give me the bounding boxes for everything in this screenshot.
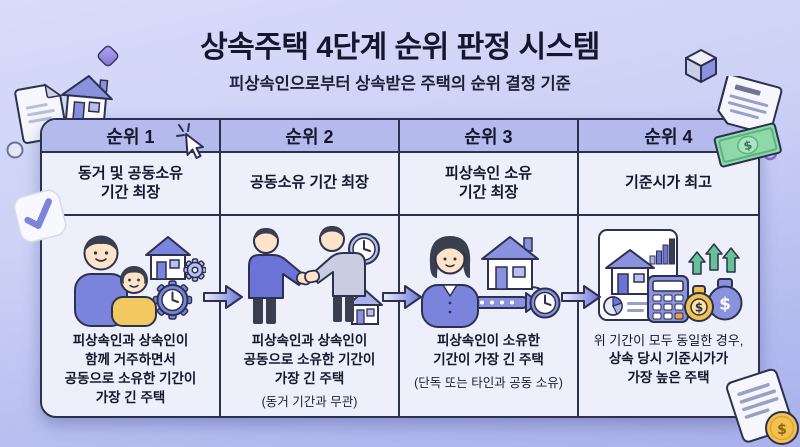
column-content-4: $ $ 위 기간이 모두 동일한 경우, 상속 당시 기준시가가 가장 높은 주… — [579, 216, 758, 416]
bar-chart-icon — [649, 238, 675, 265]
description-2: 피상속인과 상속인이 공동으로 소유한 기간이 가장 긴 주택 — [243, 333, 376, 386]
calculator-icon — [646, 275, 689, 323]
page-title: 상속주택 4단계 순위 판정 시스템 — [200, 31, 600, 64]
description-note-3: (단독 또는 타인과 공동 소유) — [414, 375, 563, 390]
family-with-house-gear-clock-illustration — [56, 220, 206, 332]
content-row: 피상속인과 상속인이 함께 거주하면서 공동으로 소유한 기간이 가장 긴 주택 — [42, 216, 758, 416]
receipt-icon: $ — [726, 368, 799, 445]
column-content-1: 피상속인과 상속인이 함께 거주하면서 공동으로 소유한 기간이 가장 긴 주택 — [42, 216, 221, 416]
house-icon — [480, 236, 539, 290]
rank-header-2: 순위 2 — [221, 120, 400, 151]
criterion-2: 공동소유 기간 최장 — [221, 153, 400, 214]
column-content-3: 피상속인이 소유한 기간이 가장 긴 주택 (단독 또는 타인과 공동 소유) — [400, 216, 579, 416]
rank-label-2: 순위 2 — [285, 126, 334, 147]
gear-icon — [182, 258, 206, 282]
clock-icon — [529, 287, 560, 319]
rank-header-3: 순위 3 — [400, 120, 579, 151]
description-3: 피상속인이 소유한 기간이 가장 긴 주택 — [433, 333, 544, 367]
money-bag-gold-icon: $ — [683, 285, 714, 322]
priority-table: 순위 1 순위 2 순위 3 순위 4 동거 및 공동소유 기간 최장 공동소유… — [40, 118, 760, 418]
flow-arrow-icon — [203, 285, 243, 309]
criterion-3: 피상속인 소유 기간 최장 — [400, 153, 579, 214]
flow-arrow-icon — [561, 285, 601, 309]
invoice-icon: $ — [713, 76, 783, 168]
gear-clock-icon — [152, 280, 192, 320]
growth-arrows-icon — [687, 243, 740, 275]
description-4: 상속 당시 기준시가가 가장 높은 주택 — [608, 351, 729, 386]
handshake-hands — [295, 269, 320, 286]
coin-icon: $ — [765, 411, 799, 445]
criterion-row: 동거 및 공동소유 기간 최장 공동소유 기간 최장 피상속인 소유 기간 최장… — [42, 153, 758, 216]
cursor-click-icon — [176, 123, 204, 159]
svg-text:$: $ — [719, 295, 731, 315]
svg-text:$: $ — [694, 301, 702, 315]
description-note-2: (동거 기간과 무관) — [261, 394, 358, 409]
handshake-with-clock-house-illustration — [235, 220, 385, 332]
rank-header-1: 순위 1 — [42, 120, 221, 159]
rank-label-4: 순위 4 — [644, 126, 693, 147]
rank-header-4: 순위 4 — [579, 120, 758, 151]
check-badge-icon — [13, 189, 67, 243]
flow-arrow-icon — [382, 285, 422, 309]
column-content-2: 피상속인과 상속인이 공동으로 소유한 기간이 가장 긴 주택 (동거 기간과 … — [221, 216, 400, 416]
rank-label-1: 순위 1 — [106, 126, 155, 147]
timeline-arrow — [470, 292, 540, 313]
description-1: 피상속인과 상속인이 함께 거주하면서 공동으로 소유한 기간이 가장 긴 주택 — [64, 333, 197, 405]
circle-outline-left-icon — [6, 141, 24, 159]
svg-text:$: $ — [777, 422, 787, 438]
property-report-calculator-moneybags-illustration: $ $ — [594, 220, 744, 332]
diamond-icon — [97, 45, 119, 67]
description-prenote-4: 위 기간이 모두 동일한 경우, — [593, 333, 744, 348]
svg-text:$: $ — [742, 138, 753, 154]
woman-figure — [420, 236, 479, 328]
rank-header-row: 순위 1 순위 2 순위 3 순위 4 — [42, 120, 758, 159]
pie-chart-icon — [602, 296, 623, 316]
invoice-paper — [717, 76, 783, 136]
money-bill-icon: $ — [713, 122, 782, 168]
criterion-4: 기준시가 최고 — [625, 174, 712, 192]
money-bag-purple-icon: $ — [707, 278, 742, 321]
rank-label-3: 순위 3 — [464, 126, 513, 147]
owner-house-timeline-clock-illustration — [414, 220, 564, 332]
criterion-1: 동거 및 공동소유 기간 최장 — [42, 153, 221, 214]
page-subtitle: 피상속인으로부터 상속받은 주택의 순위 결정 기준 — [229, 75, 571, 93]
house-icon — [346, 289, 383, 325]
cube-icon — [685, 49, 717, 83]
